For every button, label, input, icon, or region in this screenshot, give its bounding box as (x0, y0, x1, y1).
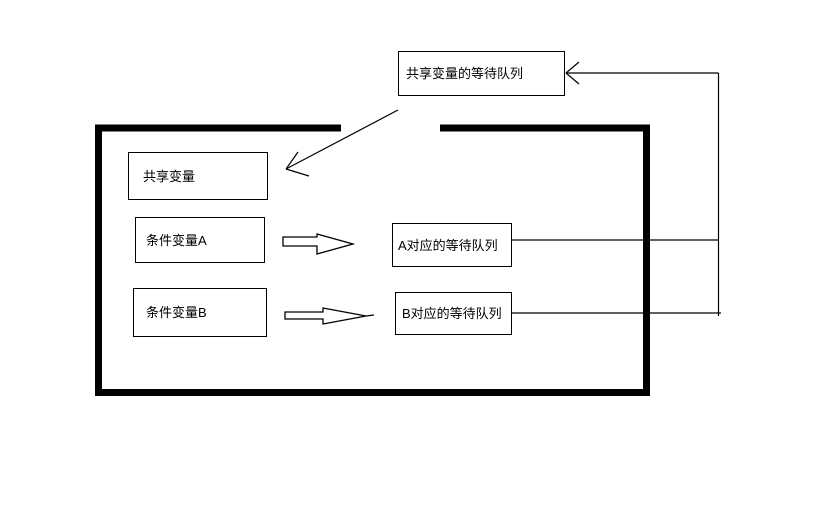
node-wait-queue-b: B对应的等待队列 (395, 292, 512, 335)
node-wait-queue-a: A对应的等待队列 (392, 223, 512, 267)
node-condition-variable-a: 条件变量A (135, 217, 265, 263)
edge-queues-to-shared-queue (512, 61, 721, 316)
node-shared-variable: 共享变量 (128, 152, 268, 200)
edge-shared-queue-to-shared-var (285, 109, 399, 177)
container-border (95, 124, 650, 396)
node-condition-variable-b: 条件变量B (133, 288, 267, 337)
node-shared-wait-queue: 共享变量的等待队列 (398, 51, 565, 96)
edge-cond-b-to-queue-b (284, 307, 375, 325)
edge-cond-a-to-queue-a (282, 233, 356, 255)
